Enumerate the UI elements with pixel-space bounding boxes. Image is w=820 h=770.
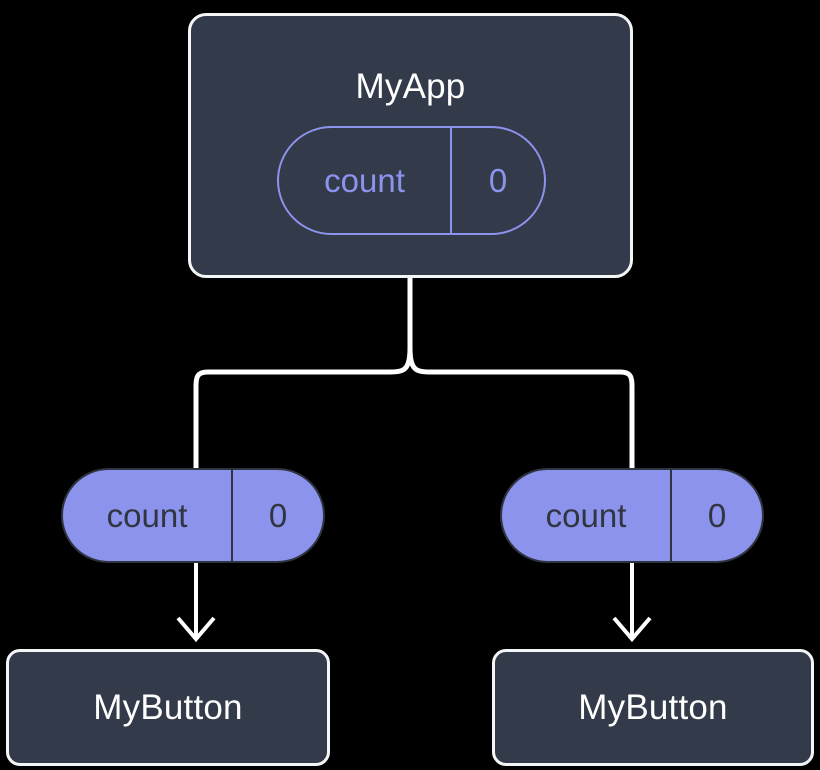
prop-pill-value-left: 0 [231, 470, 323, 561]
prop-pill-value-right: 0 [670, 470, 762, 561]
edge-bus-left [193, 345, 413, 473]
prop-pill-key-left: count [106, 497, 188, 534]
component-label-mybutton-right: MyButton [578, 688, 728, 727]
state-pill-key-myapp: count [324, 162, 405, 199]
component-card-mybutton-left[interactable]: MyButton [6, 649, 330, 766]
state-pill-value-myapp: 0 [450, 128, 544, 233]
prop-pill-key-right: count [545, 497, 627, 534]
arrow-down-icon-left [176, 616, 216, 643]
edge-bus-right [407, 345, 635, 473]
component-label-mybutton-left: MyButton [93, 688, 243, 727]
component-label-myapp: MyApp [355, 67, 466, 106]
prop-pill-right[interactable]: count 0 [500, 468, 764, 563]
state-pill-myapp[interactable]: count 0 [277, 126, 546, 235]
prop-pill-left[interactable]: count 0 [61, 468, 325, 563]
arrow-down-icon-right [612, 616, 652, 643]
component-card-mybutton-right[interactable]: MyButton [492, 649, 814, 766]
